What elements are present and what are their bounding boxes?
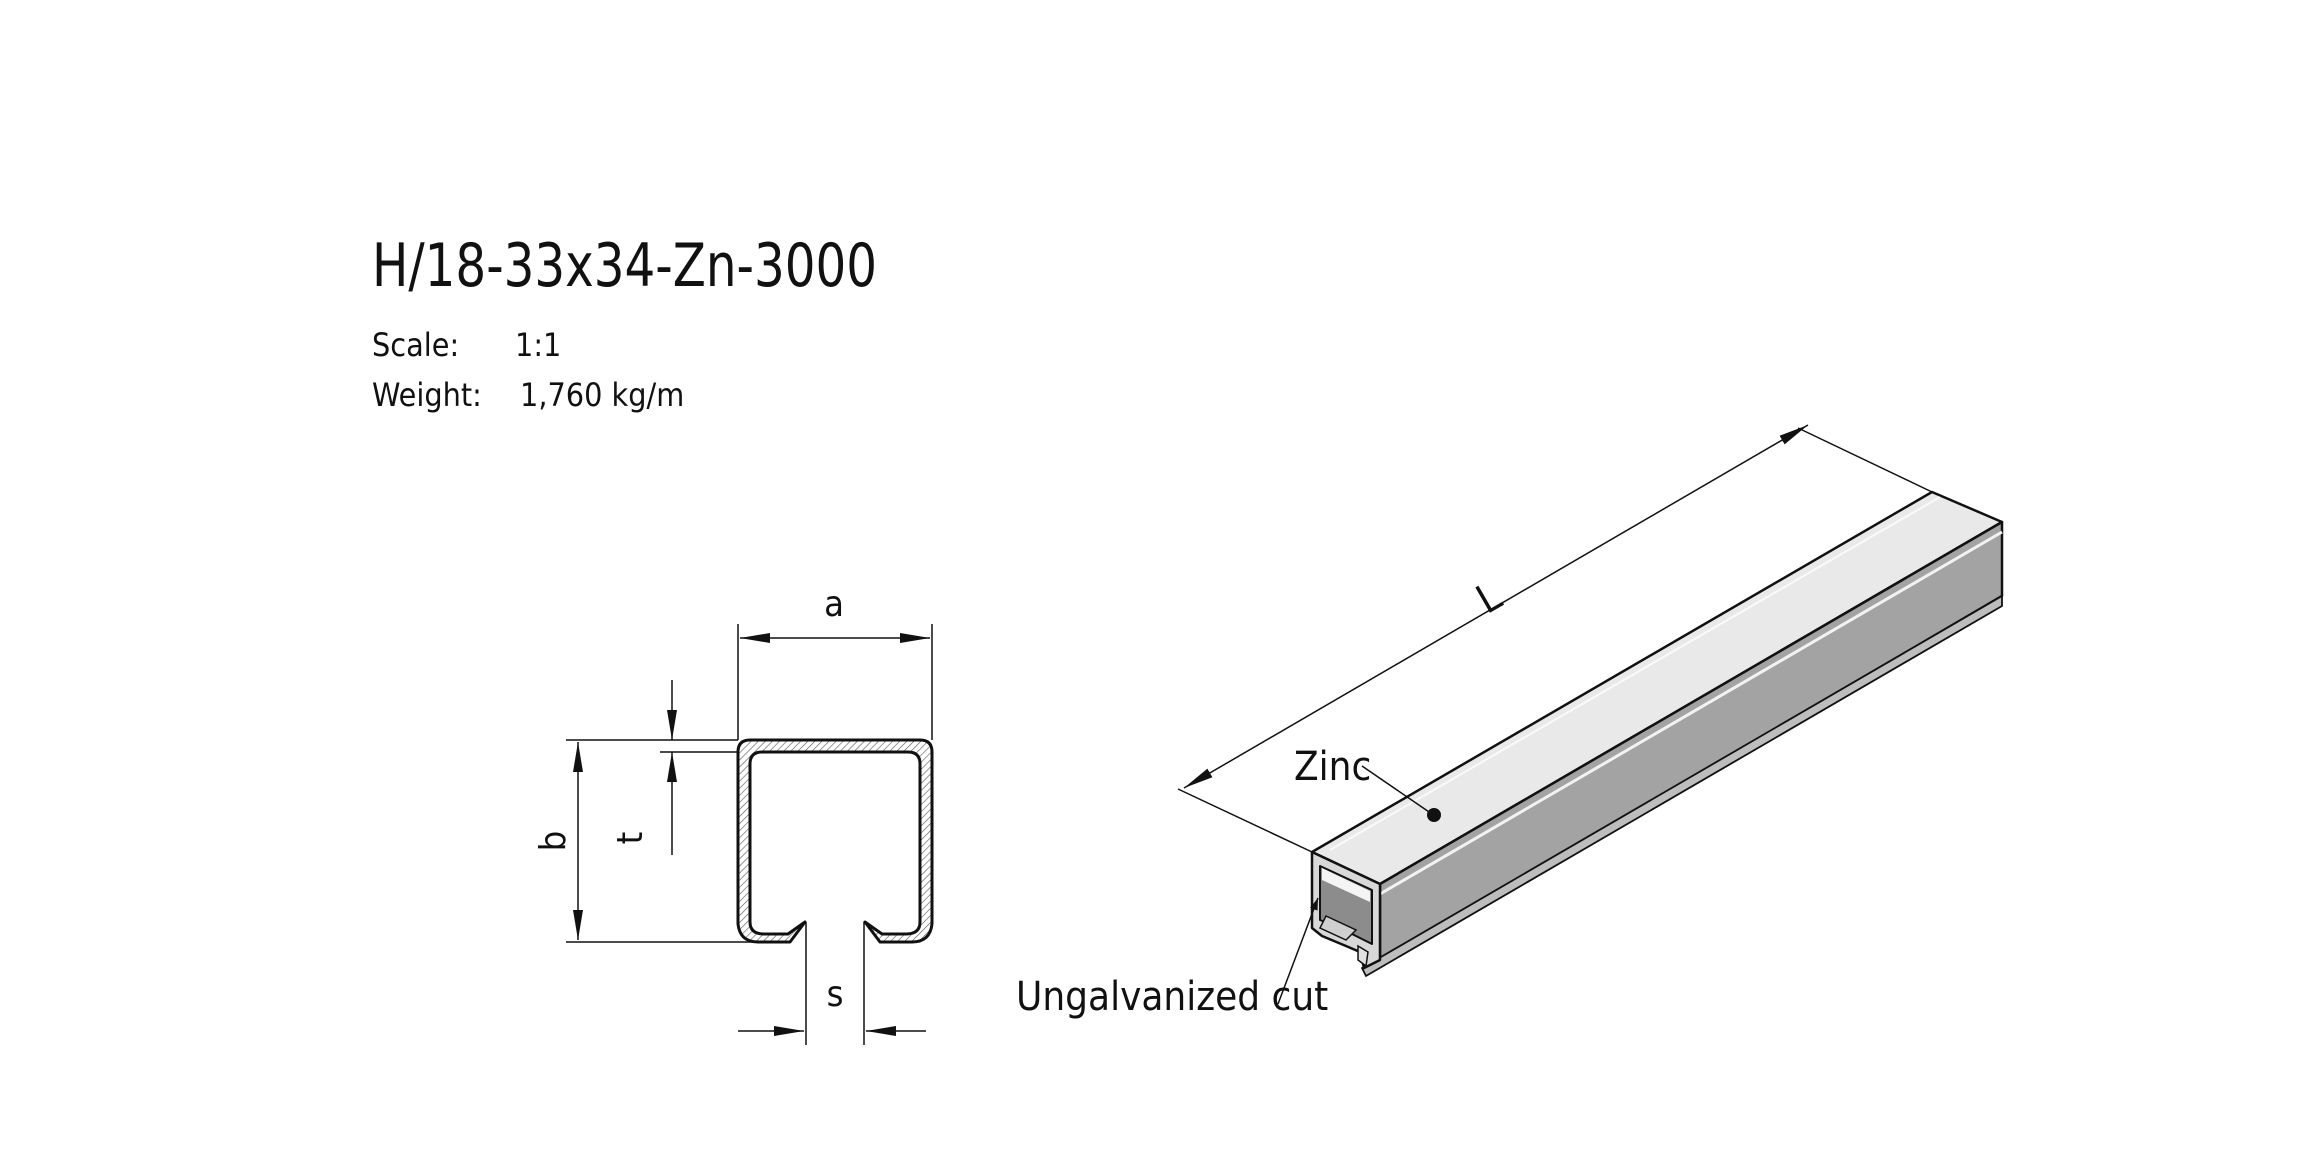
zinc-label: Zinc — [1294, 744, 1371, 790]
rail-top-face — [1310, 490, 2004, 886]
dimension-a: a — [737, 584, 933, 740]
isometric-view: L Zinc Ungalvanized cut — [1016, 424, 2004, 1020]
dimension-a-label: a — [824, 584, 844, 625]
dimension-t-label: t — [610, 832, 651, 845]
weight-label: Weight: — [372, 376, 482, 414]
profile-section — [736, 738, 934, 944]
zinc-callout-dot — [1427, 808, 1441, 822]
dimension-t: t — [610, 680, 738, 855]
part-number-title: H/18-33x34-Zn-3000 — [372, 231, 877, 301]
zinc-callout: Zinc — [1294, 744, 1441, 822]
dimension-s-label: s — [827, 974, 844, 1015]
cut-callout: Ungalvanized cut — [1016, 897, 1328, 1020]
title-block: H/18-33x34-Zn-3000 Scale: 1:1 Weight: 1,… — [372, 231, 877, 414]
cross-section-view: a b t s — [533, 584, 934, 1045]
dimension-b: b — [533, 739, 780, 943]
dimension-b-label: b — [533, 831, 574, 852]
dimension-L-label: L — [1469, 573, 1509, 623]
dimension-s: s — [738, 922, 926, 1045]
weight-value: 1,760 kg/m — [520, 376, 684, 414]
ungalvanized-cut-label: Ungalvanized cut — [1016, 974, 1328, 1020]
scale-label: Scale: — [372, 326, 459, 364]
scale-value: 1:1 — [515, 326, 561, 364]
